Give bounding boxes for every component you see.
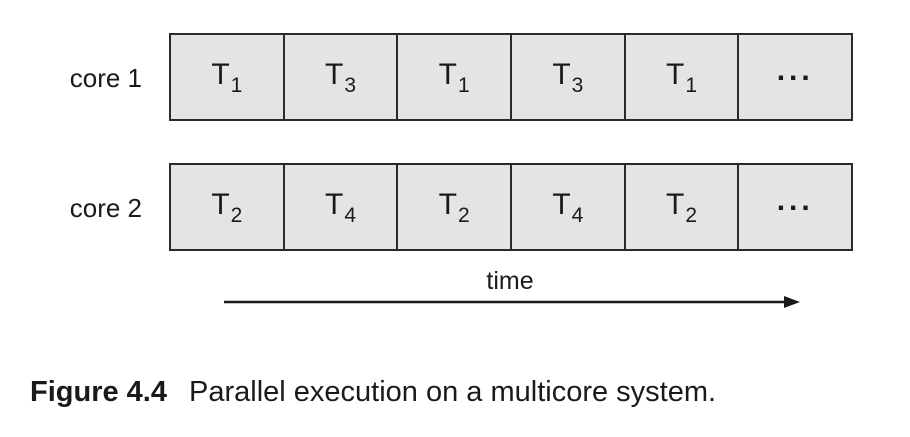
thread-number: 2 <box>458 203 470 227</box>
thread-number: 4 <box>571 203 584 227</box>
thread-number: 2 <box>685 203 698 227</box>
core-1-label: core 1 <box>69 63 142 93</box>
thread-name: T <box>325 58 344 91</box>
time-arrow <box>224 296 800 308</box>
time-arrow-head <box>784 296 800 308</box>
thread-name: T <box>211 58 230 91</box>
thread-name: T <box>438 188 457 221</box>
thread-name: T <box>552 58 571 91</box>
thread-number: 2 <box>230 203 243 227</box>
thread-name: T <box>666 188 685 221</box>
ellipsis-text: ... <box>776 184 814 217</box>
figure-caption-text: Parallel execution on a multicore system… <box>189 376 717 408</box>
thread-number: 1 <box>458 73 470 97</box>
thread-name: T <box>325 188 344 221</box>
figure-caption: Figure 4.4 Parallel execution on a multic… <box>30 374 900 410</box>
core-2-label: core 2 <box>69 193 142 223</box>
thread-name: T <box>666 58 685 91</box>
thread-number: 1 <box>230 73 243 97</box>
thread-name: T <box>552 188 571 221</box>
ellipsis-text: ... <box>776 54 814 87</box>
continuation-ellipsis: ... <box>739 35 851 119</box>
thread-number: 3 <box>571 73 584 97</box>
thread-number: 4 <box>344 203 357 227</box>
thread-name: T <box>438 58 457 91</box>
figure-number: Figure 4.4 <box>30 376 167 408</box>
thread-number: 1 <box>685 73 698 97</box>
time-axis-label: time <box>486 267 534 295</box>
continuation-ellipsis: ... <box>739 165 851 249</box>
thread-name: T <box>211 188 230 221</box>
thread-number: 3 <box>344 73 357 97</box>
